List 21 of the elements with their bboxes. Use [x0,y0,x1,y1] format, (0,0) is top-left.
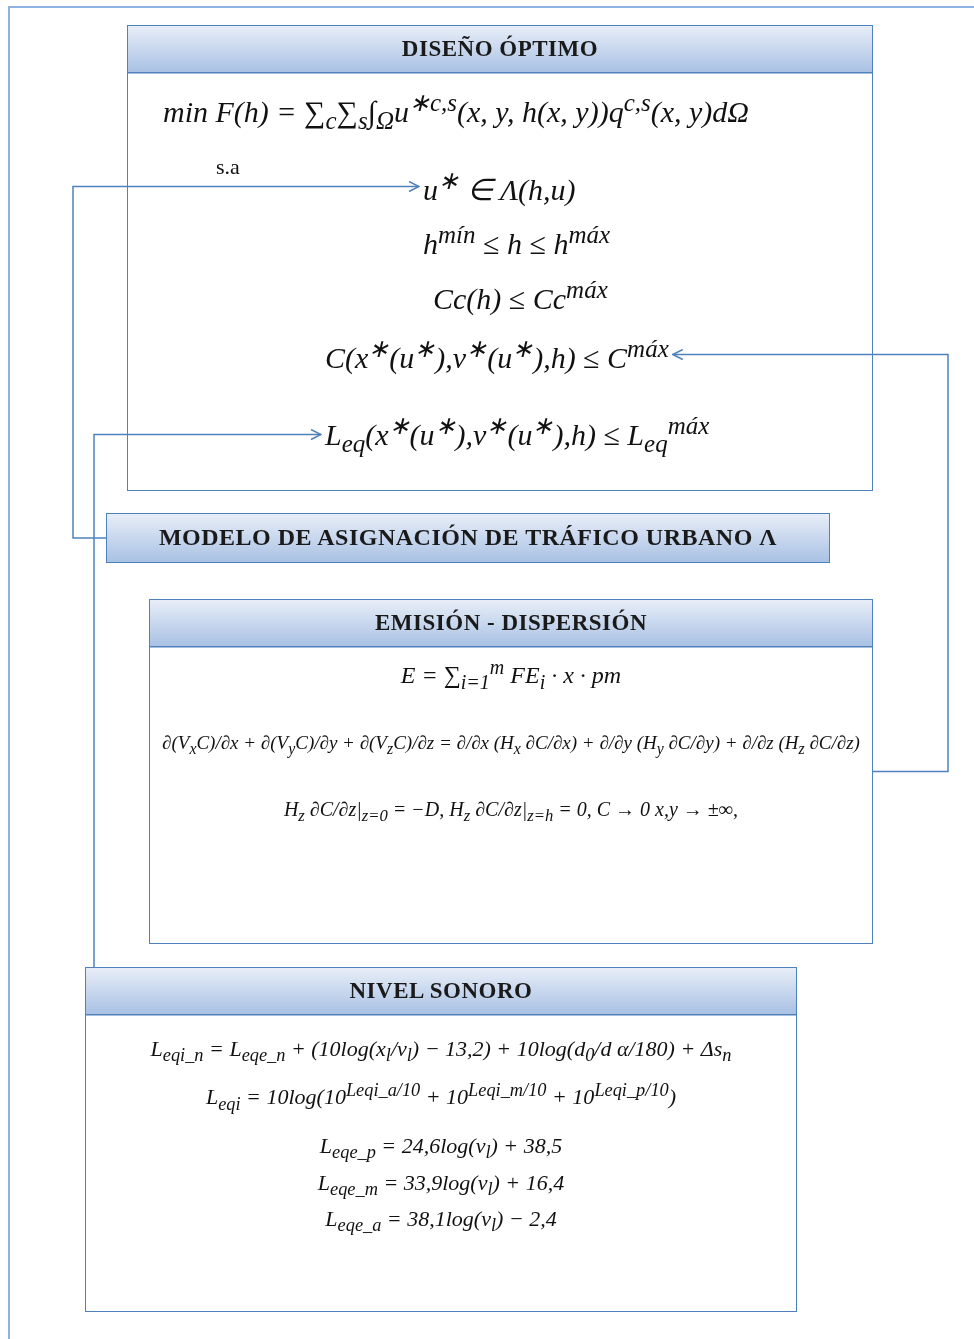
formula: L$_{eqe_m}$ = 33,9log(v$_{l}$) + 16,4 [317,1169,565,1200]
formula: L$_{eqe_p}$ = 24,6log(v$_{l}$) + 38,5 [319,1133,563,1164]
diagram-panel [149,599,873,944]
formula: h$^{mín}$ ≤ h ≤ h$^{máx}$ [423,221,611,261]
formula: E = ∑$_{i=1}$$^{m}$ FE$_{i}$ · x · pm [400,656,622,694]
formula: min F(h) = ∑$_{c}$∑$_{s}$∫$_{Ω}$u$^{∗c,s}$(x, y, h(x, y))q$^{c,s}$(x, y)dΩ [163,88,750,135]
formula: L$_{eqi}$ = 10log(10$^{Leqi_a/10}$ + 10$^{Leqi_m/10}$ + 10$^{Leqi_p/10}$) [205,1080,677,1116]
constraint-formula: u$^{∗}$ ∈ Λ(h,u) [423,166,576,207]
formula: L$_{eqi_n}$ = L$_{eqe_n}$ + (10log(x$_{l}$/v$_{l}$) − 13,2) + 10log(d$_{0}$/d α/180) + Δs$_{n}$ [150,1036,732,1067]
diagram-panel [85,967,797,1312]
panel-title: NIVEL SONORO [348,977,534,1005]
panel-title: DISEÑO ÓPTIMO [400,34,600,63]
panel-title: EMISIÓN - DISPERSIÓN [374,608,648,637]
formula: Cc(h) ≤ Cc$^{máx}$ [433,276,608,316]
formula: ∂(V$_{x}$C)/∂x + ∂(V$_{y}$C)/∂y + ∂(V$_{z}$C)/∂z = ∂/∂x (H$_{x}$ ∂C/∂x) + ∂/∂y (H$_{y}$ ∂C/∂y) + ∂/∂z (H$_{z}$ ∂C/∂z) [162,731,860,758]
formula: H$_{z}$ ∂C/∂z|$_{z=0}$ = −D, H$_{z}$ ∂C/∂z|$_{z=h}$ = 0, C → 0 x,y → ±∞, [283,797,739,826]
diagram-panel [127,25,873,491]
formula: L$_{eqe_a}$ = 38,1log(v$_{l}$) − 2,4 [325,1205,557,1237]
constraint-formula: C(x$^{∗}$(u$^{∗}$),v$^{∗}$(u$^{∗}$),h) ≤ C$^{máx}$ [325,334,669,375]
model-banner: MODELO DE ASIGNACIÓN DE TRÁFICO URBANO Λ [106,513,830,563]
formula: s.a [216,154,240,180]
